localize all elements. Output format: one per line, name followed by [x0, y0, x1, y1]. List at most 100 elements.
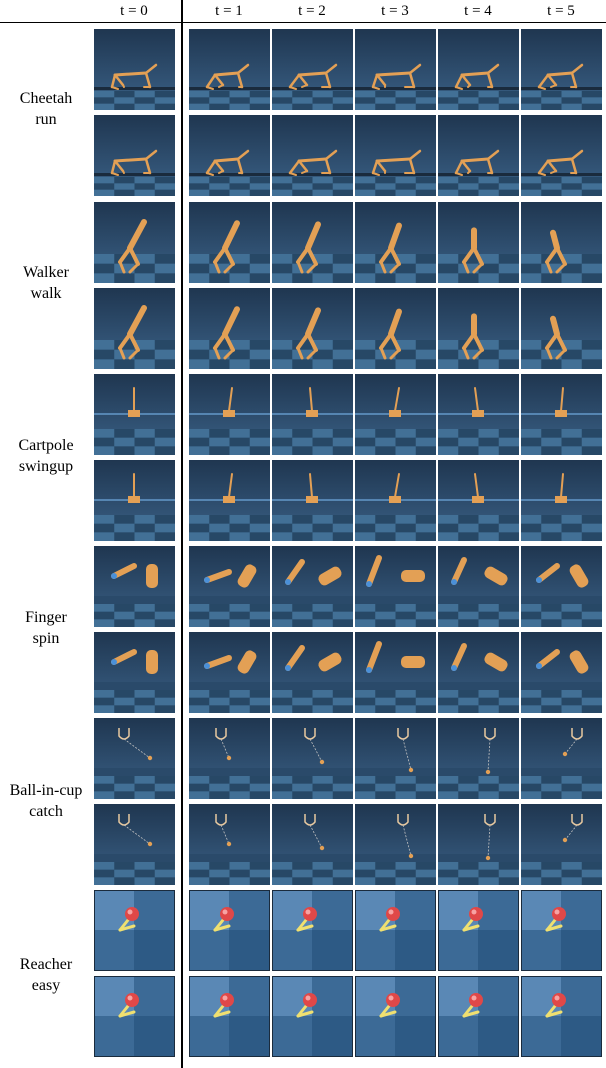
walker-frame-image	[521, 202, 602, 283]
frame-finger-row2-t0	[94, 632, 175, 713]
cartpole-frame-image	[521, 374, 602, 455]
walker-frame-image	[189, 288, 270, 369]
cartpole-frame-image	[189, 460, 270, 541]
cheetah-frame-image	[272, 29, 353, 110]
cartpole-frame-image	[521, 460, 602, 541]
cheetah-frame-image	[521, 29, 602, 110]
frame-walker-row1-t3	[355, 202, 436, 283]
task-label-walker-line1: Walker	[23, 264, 69, 281]
cheetah-frame-image	[438, 29, 519, 110]
frame-ballincup-row1-t0	[94, 718, 175, 799]
reacher-frame-image	[355, 890, 436, 971]
frame-ballincup-row2-t1	[189, 804, 270, 885]
finger-frame-image	[355, 632, 436, 713]
ballincup-frame-image	[189, 718, 270, 799]
header-t1: t = 1	[215, 3, 243, 19]
finger-frame-image	[521, 546, 602, 627]
cheetah-frame-image	[438, 115, 519, 196]
frame-finger-row1-t3	[355, 546, 436, 627]
walker-frame-image	[94, 202, 175, 283]
cheetah-frame-image	[355, 115, 436, 196]
finger-frame-image	[521, 632, 602, 713]
frame-cheetah-row2-t4	[438, 115, 519, 196]
task-label-reacher-line1: Reacher	[19, 956, 73, 973]
frame-finger-row2-t4	[438, 632, 519, 713]
frame-cartpole-row1-t3	[355, 374, 436, 455]
ballincup-frame-image	[355, 804, 436, 885]
frame-reacher-row2-t2	[272, 976, 353, 1057]
task-label-walker-line2: walk	[30, 285, 62, 302]
frame-finger-row2-t1	[189, 632, 270, 713]
finger-frame-image	[272, 546, 353, 627]
reacher-frame-image	[94, 890, 175, 971]
finger-frame-image	[272, 632, 353, 713]
frame-ballincup-row2-t3	[355, 804, 436, 885]
task-label-cheetah-line1: Cheetah	[19, 90, 73, 107]
finger-frame-image	[189, 546, 270, 627]
frame-ballincup-row2-t5	[521, 804, 602, 885]
task-label-ballincup-line1: Ball-in-cup	[9, 782, 83, 799]
finger-frame-image	[355, 546, 436, 627]
ballincup-frame-image	[521, 718, 602, 799]
reacher-frame-image	[272, 976, 353, 1057]
walker-frame-image	[355, 288, 436, 369]
cartpole-frame-image	[272, 460, 353, 541]
walker-frame-image	[521, 288, 602, 369]
cheetah-frame-image	[94, 115, 175, 196]
walker-frame-image	[189, 202, 270, 283]
finger-frame-image	[438, 632, 519, 713]
task-label-cartpole-line2: swingup	[18, 458, 74, 475]
header-t5: t = 5	[547, 3, 575, 19]
frame-finger-row2-t5	[521, 632, 602, 713]
reacher-frame-image	[94, 976, 175, 1057]
frame-walker-row1-t1	[189, 202, 270, 283]
frame-walker-row1-t5	[521, 202, 602, 283]
task-label-cartpole-line1: Cartpole	[18, 437, 74, 454]
ballincup-frame-image	[189, 804, 270, 885]
frame-walker-row2-t5	[521, 288, 602, 369]
frame-cheetah-row2-t2	[272, 115, 353, 196]
frame-cartpole-row2-t1	[189, 460, 270, 541]
frame-walker-row1-t0	[94, 202, 175, 283]
frame-cheetah-row1-t4	[438, 29, 519, 110]
ballincup-frame-image	[521, 804, 602, 885]
cheetah-frame-image	[272, 115, 353, 196]
header-t0: t = 0	[120, 3, 148, 19]
frame-cartpole-row1-t5	[521, 374, 602, 455]
frame-finger-row2-t2	[272, 632, 353, 713]
frame-finger-row1-t1	[189, 546, 270, 627]
frame-cartpole-row2-t4	[438, 460, 519, 541]
frame-reacher-row1-t0	[94, 890, 175, 971]
finger-frame-image	[189, 632, 270, 713]
frame-cheetah-row2-t1	[189, 115, 270, 196]
frame-reacher-row2-t1	[189, 976, 270, 1057]
task-label-cartpole: Cartpole swingup	[0, 435, 92, 477]
frame-walker-row2-t3	[355, 288, 436, 369]
finger-frame-image	[94, 632, 175, 713]
frame-walker-row2-t1	[189, 288, 270, 369]
frame-ballincup-row1-t1	[189, 718, 270, 799]
finger-frame-image	[94, 546, 175, 627]
ballincup-frame-image	[272, 718, 353, 799]
cartpole-frame-image	[438, 374, 519, 455]
task-label-ballincup-line2: catch	[29, 803, 63, 820]
frame-ballincup-row1-t5	[521, 718, 602, 799]
header-t4: t = 4	[464, 3, 492, 19]
reacher-frame-image	[438, 976, 519, 1057]
task-label-reacher-line2: easy	[31, 977, 61, 994]
reacher-frame-image	[521, 890, 602, 971]
header-divider	[0, 22, 606, 23]
cheetah-frame-image	[189, 115, 270, 196]
frame-cheetah-row1-t0	[94, 29, 175, 110]
cartpole-frame-image	[355, 374, 436, 455]
frame-ballincup-row2-t4	[438, 804, 519, 885]
cartpole-frame-image	[189, 374, 270, 455]
frame-cartpole-row2-t3	[355, 460, 436, 541]
frame-ballincup-row2-t2	[272, 804, 353, 885]
frame-finger-row1-t4	[438, 546, 519, 627]
frame-finger-row1-t2	[272, 546, 353, 627]
frame-reacher-row1-t4	[438, 890, 519, 971]
frame-cartpole-row1-t1	[189, 374, 270, 455]
ballincup-frame-image	[438, 718, 519, 799]
